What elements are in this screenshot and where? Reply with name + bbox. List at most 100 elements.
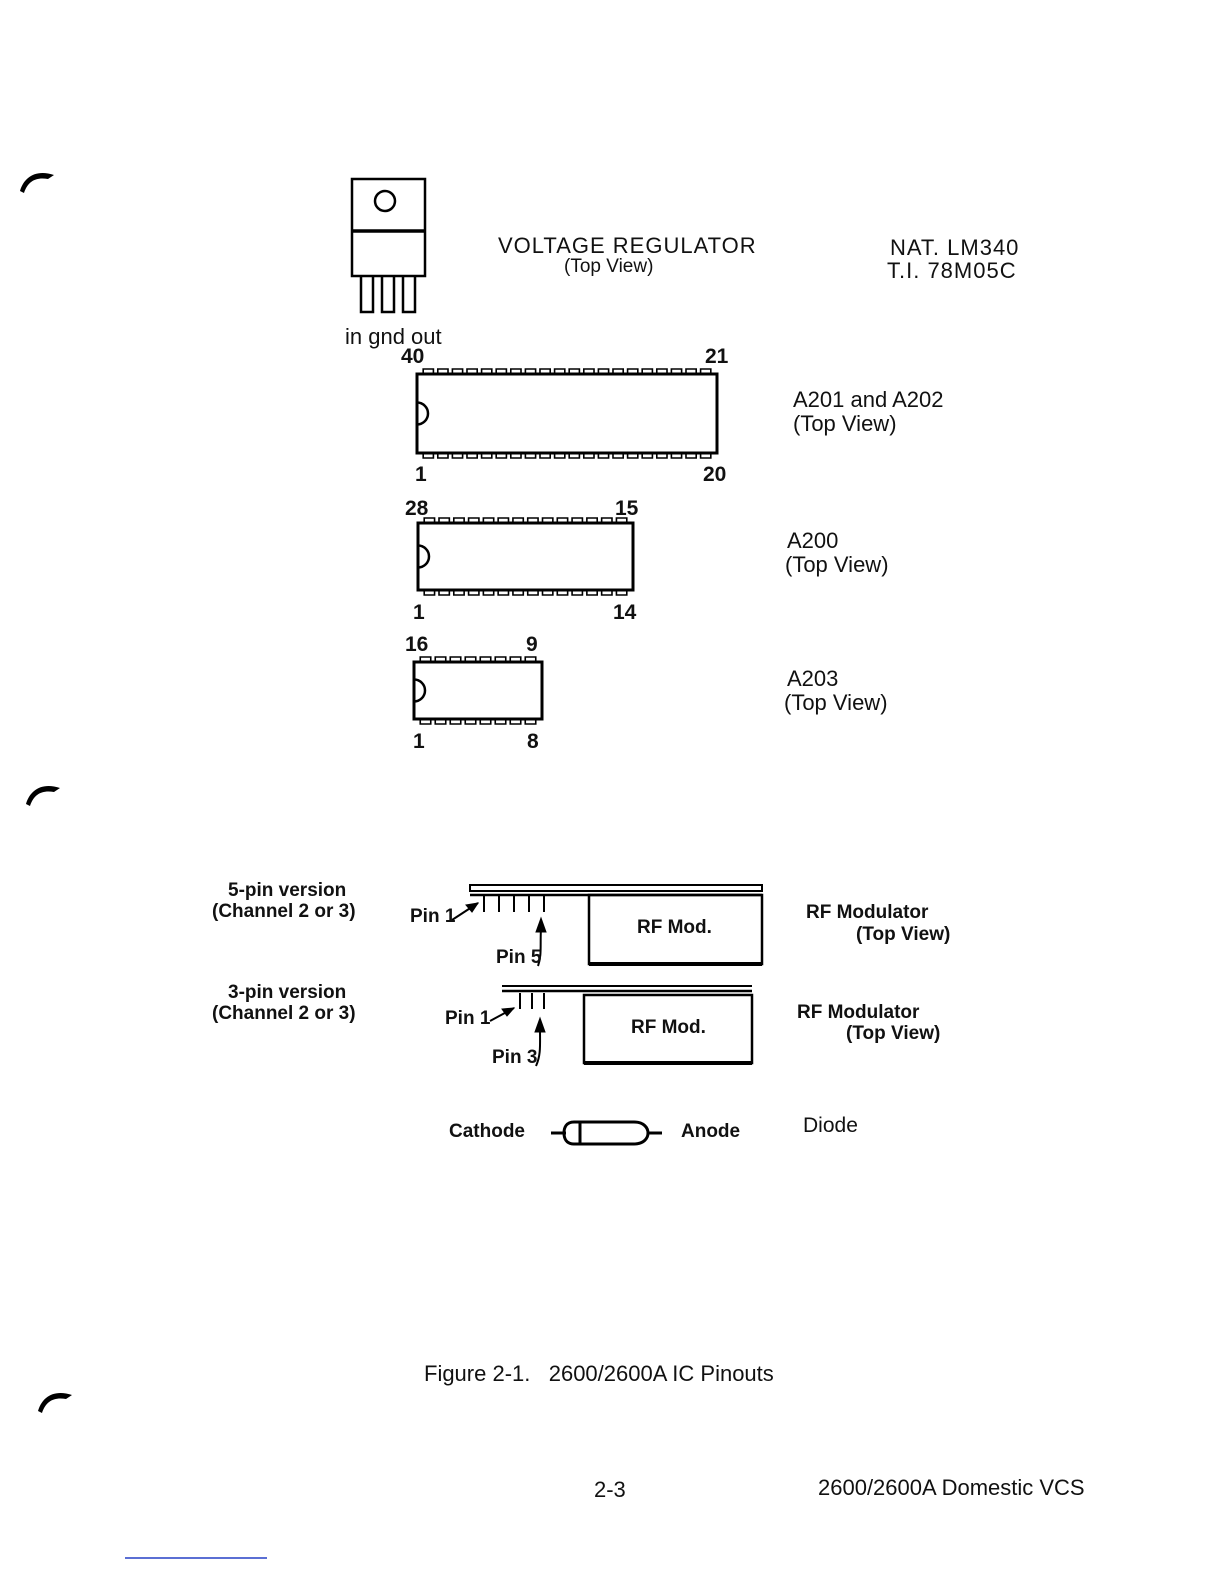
chip-a201-pin-bottom-left: 1 [415,463,427,486]
chip-pin-bottom [685,453,698,459]
chip-pin-bottom [524,453,537,459]
chip-pin-top [586,517,599,523]
chip-pin-top [582,368,595,374]
chip-pin-top [597,368,610,374]
diode-cathode-label: Cathode [449,1121,525,1142]
chip-pin-top [612,368,625,374]
chip-a200-pin-top-left: 28 [405,497,429,520]
chip-pin-top [479,656,492,662]
rf-3pin-channel: (Channel 2 or 3) [212,1003,356,1024]
chip-a200-name: A200 [787,528,839,553]
chip-pin-bottom [451,453,464,459]
chip-pin-top [464,656,477,662]
scan-mark-1 [20,172,54,193]
scan-mark-2 [26,785,60,806]
chip-pin-top [438,517,451,523]
chip-a203-name: A203 [787,666,839,691]
rf-3pin-view: (Top View) [846,1023,941,1044]
chip-pin-top [497,517,510,523]
page-number: 2-3 [594,1477,626,1502]
rf-3pin-title: RF Modulator [797,1002,920,1023]
chip-a203-view: (Top View) [784,690,888,715]
chip-pin-top [526,517,539,523]
chip-pin-bottom [436,453,449,459]
chip-pin-bottom [509,453,522,459]
document-title: 2600/2600A Domestic VCS [818,1475,1085,1500]
chip-pin-bottom [466,453,479,459]
figure-caption: Figure 2-1. 2600/2600A IC Pinouts [424,1361,774,1386]
chip-pin-bottom [467,590,480,596]
chip-pin-bottom [600,590,613,596]
chip-pin-top [699,368,712,374]
chip-pin-bottom [670,453,683,459]
chip-pin-top [452,517,465,523]
chip-pin-top [495,368,508,374]
chip-pin-top [670,368,683,374]
rf-5pin-view: (Top View) [856,924,951,945]
rf-3pin-version: 3-pin version [228,982,347,1003]
chip-pin-bottom [509,719,522,725]
chip-pin-bottom [556,590,569,596]
chip-pin-bottom [539,453,552,459]
scan-mark-3 [38,1392,72,1413]
chip-pin-bottom [419,719,432,725]
chip-pin-top [482,517,495,523]
chip-pin-top [553,368,566,374]
chip-pin-top [419,656,432,662]
chip-pin-top [524,656,537,662]
chip-a203-pin-top-left: 16 [405,633,429,656]
chip-pin-top [568,368,581,374]
chip-pin-top [509,368,522,374]
chip-pin-bottom [479,719,492,725]
chip-pin-top [541,517,554,523]
regulator-pin-labels: in gnd out [345,324,442,349]
chip-pin-top [685,368,698,374]
chip-pin-top [494,656,507,662]
chip-a200-pin-bottom-right: 14 [613,601,637,624]
chip-pin-bottom [480,453,493,459]
rf-5pin-pin-last: Pin 5 [496,947,542,968]
chip-pin-top [600,517,613,523]
chip-pin-top [539,368,552,374]
chip-pin-bottom [495,453,508,459]
chip-body-1 [416,521,635,592]
rf-5pin-box-label: RF Mod. [637,917,712,938]
chip-a201-pin-top-right: 21 [705,345,729,368]
chip-a201-pin-bottom-right: 20 [703,463,727,486]
chip-pin-top [524,368,537,374]
rf-5pin-pin-first: Pin 1 [410,906,456,927]
chip-a201-view: (Top View) [793,411,897,436]
chip-pin-top [512,517,525,523]
chip-pin-bottom [434,719,447,725]
chip-a200-pin-top-right: 15 [615,497,639,520]
chip-a201-pin-top-left: 40 [401,345,425,368]
chip-pin-bottom [615,590,628,596]
chip-a201-name: A201 and A202 [793,387,944,412]
chip-pin-top [480,368,493,374]
chip-notch-2 [413,678,427,703]
regulator-view: (Top View) [564,256,654,277]
chip-notch-0 [416,401,430,426]
chip-pin-top [509,656,522,662]
rf-5pin-version: 5-pin version [228,880,347,901]
chip-pin-bottom [494,719,507,725]
chip-pin-bottom [422,453,435,459]
chip-pin-bottom [586,590,599,596]
chip-pin-bottom [597,453,610,459]
chip-pin-bottom [553,453,566,459]
chip-pin-bottom [699,453,712,459]
chip-pin-top [422,368,435,374]
diode-anode-label: Anode [681,1121,741,1142]
diode-title: Diode [803,1114,858,1137]
chip-pin-bottom [482,590,495,596]
rf-3pin-pin-last: Pin 3 [492,1047,538,1068]
chip-pin-top [434,656,447,662]
chip-pin-bottom [568,453,581,459]
rf-3pin-box-label: RF Mod. [631,1017,706,1038]
chip-pin-bottom [541,590,554,596]
chip-pin-top [556,517,569,523]
chip-pin-bottom [626,453,639,459]
chip-a200-view: (Top View) [785,552,889,577]
chip-pin-bottom [526,590,539,596]
chip-pin-bottom [641,453,654,459]
